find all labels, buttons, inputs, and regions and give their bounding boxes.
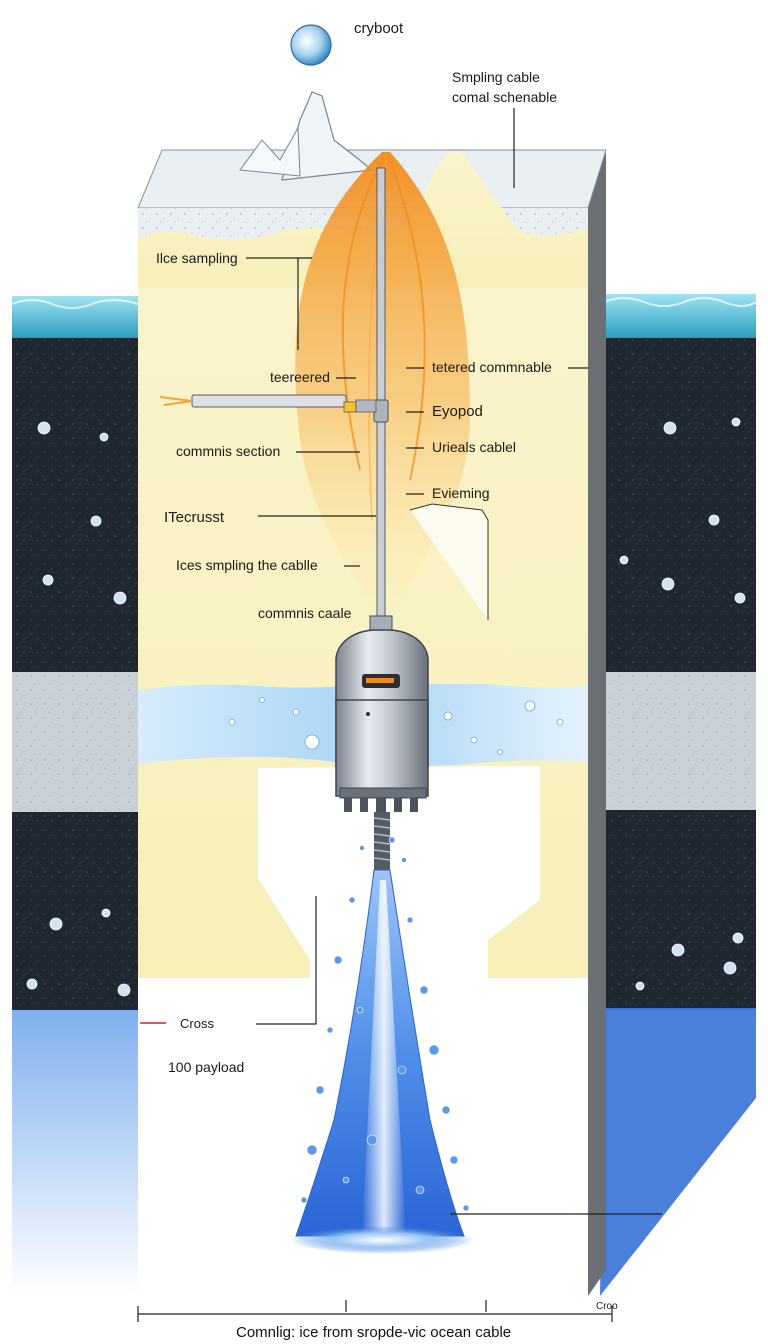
ice-shelf-body-top bbox=[138, 150, 588, 288]
right-deep-water-wedge bbox=[600, 1010, 756, 1296]
meltwater-bubbles bbox=[228, 697, 564, 755]
leader-lines bbox=[246, 108, 662, 1215]
evieming-label: Evieming bbox=[432, 485, 490, 501]
globe-icon bbox=[290, 24, 332, 66]
left-ocean-surface bbox=[12, 296, 138, 338]
side-bubbles bbox=[26, 417, 746, 997]
urieals-cable-label: Urieals cablel bbox=[432, 439, 516, 455]
tethered-left-label: teereered bbox=[270, 369, 330, 385]
eyopod-label: Eyopod bbox=[432, 403, 483, 420]
left-deep-water bbox=[12, 1010, 138, 1296]
itecrusst-label: ITecrusst bbox=[164, 509, 225, 526]
caption: Comnlig: ice from sropde-vic ocean cable bbox=[236, 1324, 511, 1341]
comms-section-label: commnis section bbox=[176, 443, 280, 459]
probe-nozzles bbox=[344, 798, 418, 814]
ices-sampling-cable-label: Ices smpling the cablle bbox=[176, 557, 318, 573]
block-side-face bbox=[588, 150, 606, 1296]
ice-sampling-label: Ilce sampling bbox=[156, 250, 238, 266]
cable-top-label-line1: Smpling cable bbox=[452, 69, 540, 85]
side-arm bbox=[191, 394, 347, 408]
tether-cable bbox=[376, 167, 386, 619]
payload-label: 100 payload bbox=[168, 1059, 244, 1075]
splash-pool bbox=[290, 1226, 474, 1254]
bottom-right-label: Croo bbox=[596, 1301, 618, 1312]
comms-cable-label: commnis caale bbox=[258, 605, 352, 621]
tethered-right-label: tetered commnable bbox=[432, 359, 552, 375]
jet-droplets bbox=[300, 836, 470, 1212]
title-label: cryboot bbox=[354, 20, 404, 37]
right-ocean-surface bbox=[604, 294, 756, 338]
cable-top-label-line2: comal schenable bbox=[452, 89, 557, 105]
cross-label: Cross bbox=[180, 1016, 214, 1031]
scale-bar bbox=[137, 1300, 613, 1322]
